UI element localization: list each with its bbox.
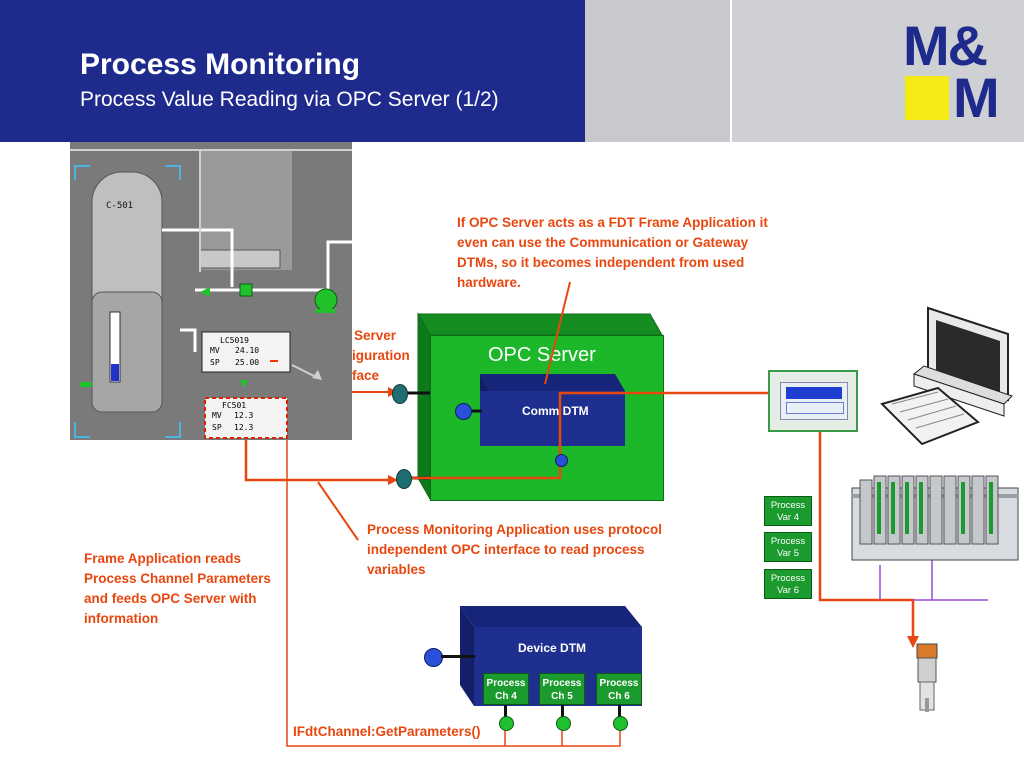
process-channel-6-line1: Process	[599, 678, 639, 689]
process-var-4: Process Var 4	[764, 496, 812, 526]
channel-6-port	[613, 716, 628, 731]
process-channel-5-line2: Ch 5	[551, 691, 573, 702]
company-logo: M& M	[903, 18, 1003, 128]
config-interface-label-1: Server	[354, 328, 397, 343]
opc-server-box-3d	[417, 312, 663, 501]
hmi-piping	[162, 228, 352, 352]
process-channel-6-line2: Ch 6	[608, 691, 630, 702]
channel-5-port-stub	[561, 705, 564, 717]
header-logo-area	[732, 0, 1024, 142]
display-digits	[786, 387, 842, 399]
hmi-frame-corners	[74, 165, 181, 438]
header-bar	[0, 0, 585, 142]
process-var-4-line2: Var 4	[776, 512, 799, 523]
field-device-display	[768, 370, 858, 432]
hmi-panel-top-row2-value: 25.00	[235, 358, 259, 367]
logo-top-text: M&	[903, 14, 988, 77]
hmi-panel-bottom-row1-value: 12.3	[234, 411, 253, 420]
process-channel-4-line1: Process	[486, 678, 526, 689]
process-channel-5: Process Ch 5	[539, 673, 585, 705]
header-grey-block	[585, 0, 730, 142]
hmi-panel-bottom-tag: FC501	[222, 401, 246, 410]
comm-dtm-connector	[455, 403, 472, 420]
page-title: Process Monitoring	[80, 48, 361, 81]
hmi-valve	[200, 287, 210, 297]
hmi-panel-top-row1-label: MV	[210, 346, 220, 355]
process-channel-4: Process Ch 4	[483, 673, 529, 705]
monitoring-app-note: Process Monitoring Application uses prot…	[367, 522, 663, 577]
process-var-6-line1: Process	[770, 573, 806, 584]
plc-rack-icon	[851, 475, 1019, 561]
comm-dtm-box	[480, 391, 625, 446]
channel-4-port	[499, 716, 514, 731]
hmi-panel-bottom-row2-value: 12.3	[234, 423, 253, 432]
fdt-frame-note: If OPC Server acts as a FDT Frame Applic…	[457, 215, 768, 290]
opc-config-connector	[392, 384, 408, 404]
comm-dtm-bottom-port	[555, 454, 568, 467]
config-interface-label-3: face	[352, 368, 380, 383]
process-channel-6: Process Ch 6	[596, 673, 642, 705]
hmi-vessel-tag: C-501	[106, 201, 133, 211]
hmi-panel-top-row1-value: 24.10	[235, 346, 259, 355]
process-var-5-line2: Var 5	[776, 548, 799, 559]
channel-4-port-stub	[504, 705, 507, 717]
logo-bottom-text: M	[953, 66, 1000, 129]
hmi-level-indicator	[111, 364, 119, 381]
hmi-panel-bottom-row1-label: MV	[212, 411, 222, 420]
hmi-panel-bottom-row2-label: SP	[212, 423, 222, 432]
process-var-5-line1: Process	[770, 536, 806, 547]
channel-6-port-stub	[618, 705, 621, 717]
opc-server-title: OPC Server	[488, 344, 596, 366]
hmi-panel-top-row2-label: SP	[210, 358, 220, 367]
device-dtm-connector-stub	[441, 655, 475, 658]
logo-yellow-square	[905, 76, 949, 120]
computer-icon	[880, 306, 1013, 446]
process-channel-4-line2: Ch 4	[495, 691, 517, 702]
field-sensor-icon	[916, 643, 938, 712]
display-digits-outline	[786, 402, 844, 414]
process-var-5: Process Var 5	[764, 532, 812, 562]
hmi-screenshot: C-501 LC5019 MV 24.10 SP 25.00 FC501 MV …	[70, 142, 352, 440]
process-var-4-line1: Process	[770, 500, 806, 511]
process-var-6-line2: Var 6	[776, 585, 799, 596]
hmi-panel-top	[201, 331, 291, 373]
hmi-graphic: C-501 LC5019 MV 24.10 SP 25.00 FC501 MV …	[70, 149, 352, 439]
hmi-panel-top-tag: LC5019	[220, 336, 249, 345]
frame-app-note: Frame Application reads Process Channel …	[84, 551, 271, 626]
process-var-6: Process Var 6	[764, 569, 812, 599]
page-subtitle: Process Value Reading via OPC Server (1/…	[80, 88, 499, 111]
config-interface-label-2: iguration	[352, 348, 410, 363]
hmi-flow-arrow	[240, 380, 248, 388]
opc-data-connector	[396, 469, 412, 489]
device-dtm-label: Device DTM	[518, 641, 587, 655]
get-parameters-label: IFdtChannel:GetParameters()	[293, 724, 481, 739]
channel-5-port	[556, 716, 571, 731]
process-channel-5-line1: Process	[542, 678, 582, 689]
comm-dtm-label: Comm DTM	[522, 404, 589, 418]
hmi-panel-bottom	[204, 397, 288, 439]
